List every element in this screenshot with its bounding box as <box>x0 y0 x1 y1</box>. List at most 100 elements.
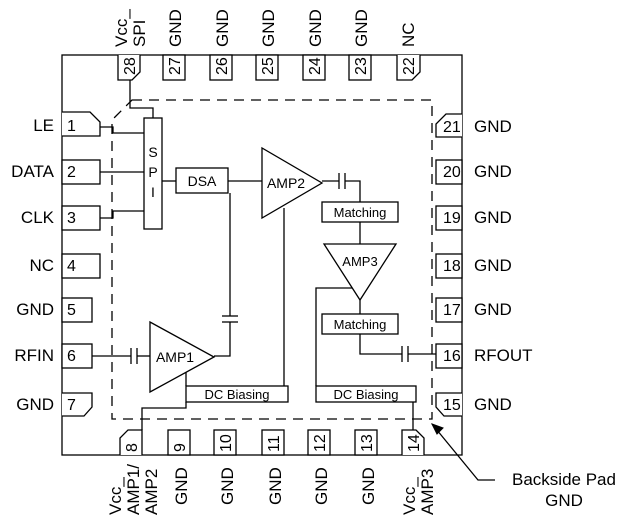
callout-line-1: Backside Pad <box>512 470 616 489</box>
pin-pad-11 <box>261 429 285 456</box>
dc-biasing-right-label: DC Biasing <box>333 387 398 402</box>
pin-number-18: 18 <box>443 258 461 275</box>
functional-blocks: S P I DSA AMP2 AMP1 Matching AMP3 Matchi… <box>143 117 417 403</box>
pin-number-8: 8 <box>124 443 141 452</box>
pin-label-gnd-19: GND <box>474 208 512 227</box>
pin-label-nc-22: NC <box>399 22 418 47</box>
pin-label-rfin: RFIN <box>14 346 54 365</box>
pin-pad-24 <box>302 54 326 81</box>
pin-label-gnd-21: GND <box>474 117 512 136</box>
pin-pad-10 <box>213 429 237 456</box>
pin-pad-20 <box>435 159 463 185</box>
pin-number-6: 6 <box>67 348 76 365</box>
dsa-block <box>175 167 229 194</box>
pin-pad-26 <box>209 54 233 81</box>
pin-label-gnd-7: GND <box>16 395 54 414</box>
amp1-triangle <box>149 320 216 394</box>
pin-pad-12 <box>307 429 331 456</box>
bottom-pins: 8 Vcc_ AMP1/ AMP2 9 GND 10 GND 11 GND 12… <box>106 429 437 515</box>
pin-label-vcc-spi-1: Vcc_ <box>112 9 131 47</box>
matching-block-bottom <box>321 313 399 335</box>
pin-pad-27 <box>162 54 186 81</box>
pin-pad-14 <box>401 429 425 455</box>
pin-number-24: 24 <box>307 57 324 75</box>
spi-letter-i: I <box>151 184 155 200</box>
left-pins: 1 LE 2 DATA 3 CLK 4 NC 5 GND 6 RFIN 7 GN… <box>11 111 101 417</box>
pin-pad-28 <box>117 55 141 81</box>
pin-pad-3 <box>61 205 101 231</box>
pin-pad-5 <box>61 297 93 323</box>
pin-label-gnd-9: GND <box>172 467 191 505</box>
pin-label-gnd-27: GND <box>166 9 185 47</box>
pin-label-nc: NC <box>29 256 54 275</box>
pin-pad-17 <box>435 297 463 323</box>
pin-label-gnd-20: GND <box>474 162 512 181</box>
spi-block <box>143 117 163 230</box>
pin-number-22: 22 <box>401 57 418 75</box>
callout-arrowhead <box>430 423 444 435</box>
pin-pad-8 <box>119 429 143 455</box>
pin-number-16: 16 <box>443 348 461 365</box>
matching-bottom-label: Matching <box>334 317 387 332</box>
pin-number-20: 20 <box>443 164 461 181</box>
pin-number-9: 9 <box>172 443 189 452</box>
pin-pad-25 <box>255 54 279 81</box>
pin-label-vcc-amp12-3: AMP2 <box>142 469 161 515</box>
dc-biasing-block-left <box>185 385 289 403</box>
pin-pad-21 <box>435 113 462 138</box>
pin-label-gnd-12: GND <box>312 467 331 505</box>
pin-label-gnd-26: GND <box>213 9 232 47</box>
pin-label-vcc-spi-2: SPI <box>130 20 149 47</box>
backside-pad <box>111 99 433 420</box>
pin-label-vcc-amp3-2: AMP3 <box>418 469 437 515</box>
pin-pad-18 <box>435 253 463 279</box>
pin-number-14: 14 <box>406 434 423 452</box>
pin-label-vcc-amp12-2: AMP1/ <box>124 464 143 515</box>
pin-label-gnd-18: GND <box>474 256 512 275</box>
pin-number-19: 19 <box>443 210 461 227</box>
pin-pad-19 <box>435 205 463 231</box>
pin-number-28: 28 <box>122 57 139 75</box>
pin-number-1: 1 <box>67 118 76 135</box>
pin-pad-1 <box>62 111 101 137</box>
amp3-label: AMP3 <box>342 254 377 269</box>
callout-line-2: GND <box>545 491 583 510</box>
pin-number-4: 4 <box>67 258 76 275</box>
pin-label-gnd-23: GND <box>352 9 371 47</box>
pin-pad-2 <box>61 159 101 185</box>
matching-block-top <box>321 201 399 223</box>
pin-number-26: 26 <box>214 57 231 75</box>
pin-label-gnd-25: GND <box>259 9 278 47</box>
pin-label-data: DATA <box>11 162 54 181</box>
pin-label-rfout: RFOUT <box>474 346 533 365</box>
dsa-label: DSA <box>188 173 217 189</box>
pin-label-gnd-24: GND <box>306 9 325 47</box>
pin-pad-4 <box>61 253 101 279</box>
pin-number-2: 2 <box>67 164 76 181</box>
pin-number-3: 3 <box>67 210 76 227</box>
pin-pad-7 <box>62 392 93 417</box>
pin-pad-13 <box>354 429 378 456</box>
top-pins: 28 Vcc_ SPI 27 GND 26 GND 25 GND 24 GND … <box>112 9 421 81</box>
pin-number-13: 13 <box>359 434 376 452</box>
pin-pad-22 <box>396 55 421 81</box>
pin-label-gnd-5: GND <box>16 300 54 319</box>
amp2-label: AMP2 <box>267 175 305 191</box>
amp3-triangle <box>322 243 398 302</box>
matching-top-label: Matching <box>334 205 387 220</box>
pin-number-7: 7 <box>67 397 76 414</box>
pin-label-gnd-10: GND <box>218 467 237 505</box>
pin-number-10: 10 <box>218 434 235 452</box>
pin-label-gnd-15: GND <box>474 395 512 414</box>
dc-biasing-block-right <box>315 385 417 403</box>
pin-number-23: 23 <box>353 57 370 75</box>
pin-pad-9 <box>167 429 191 456</box>
pin-label-le: LE <box>33 116 54 135</box>
pin-pad-23 <box>348 54 372 81</box>
backside-pad-callout: Backside Pad GND <box>430 423 616 510</box>
pin-number-12: 12 <box>312 434 329 452</box>
amp1-label: AMP1 <box>156 349 194 365</box>
pin-label-clk: CLK <box>21 208 55 227</box>
